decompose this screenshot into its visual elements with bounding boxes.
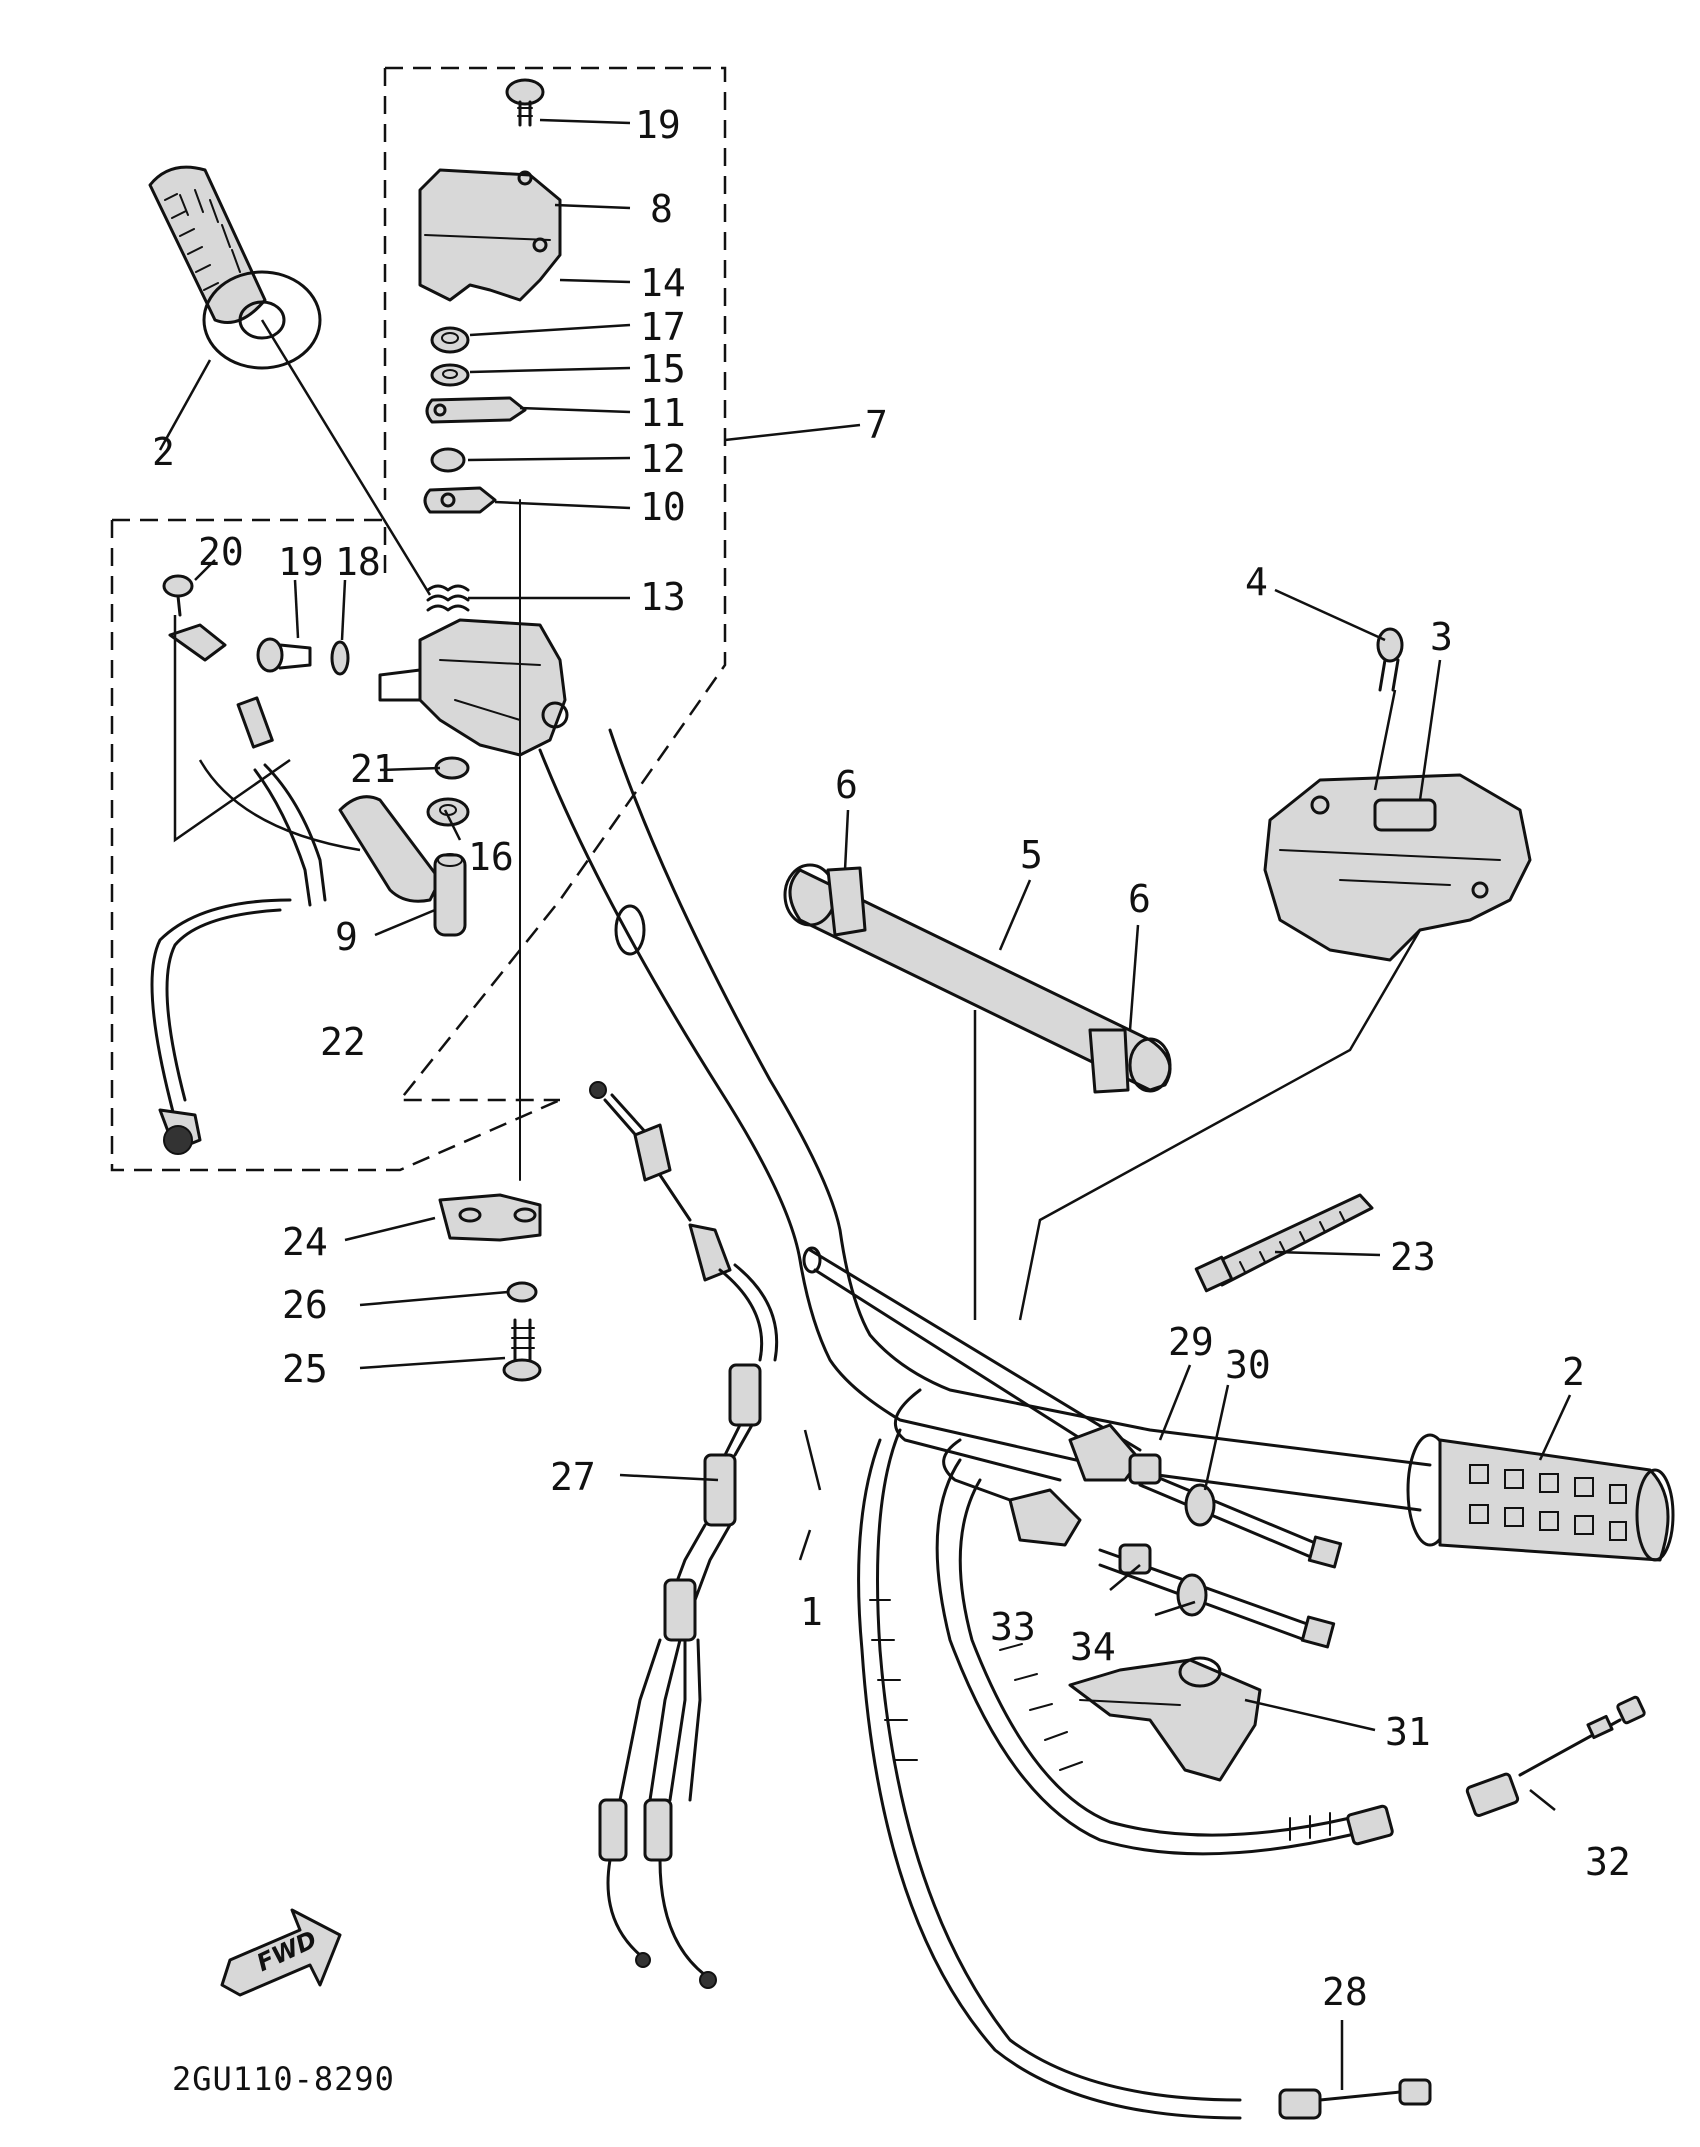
callout-13: 13 — [640, 575, 686, 619]
spring-13 — [426, 584, 470, 612]
callout-3: 3 — [1430, 615, 1453, 659]
left-grip — [148, 165, 322, 370]
switch-31 — [1068, 1656, 1262, 1782]
switch-cover — [418, 168, 562, 302]
forward-arrow-icon: FWD — [220, 1908, 342, 1997]
callout-21: 21 — [350, 747, 396, 791]
callout-14: 14 — [640, 261, 686, 305]
callout-8: 8 — [650, 187, 673, 231]
callout-10: 10 — [640, 485, 686, 529]
callout-31: 31 — [1385, 1710, 1431, 1754]
callout-6-left: 6 — [835, 763, 858, 807]
plate-10 — [423, 486, 497, 514]
assembly-7-dashed-outline — [383, 66, 727, 1102]
switch-clip — [168, 623, 274, 749]
callout-20: 20 — [198, 530, 244, 574]
callout-5: 5 — [1020, 833, 1043, 877]
washer-21 — [434, 756, 470, 780]
callout-27: 27 — [550, 1455, 596, 1499]
washer-16 — [426, 797, 470, 827]
drawing-code: 2GU110-8290 — [172, 2060, 395, 2098]
callout-2-left: 2 — [152, 430, 175, 474]
cable-tie-23 — [1194, 1193, 1374, 1293]
callout-4: 4 — [1245, 560, 1268, 604]
screw-20 — [162, 574, 194, 617]
callout-17: 17 — [640, 305, 686, 349]
switch-housing-3 — [1263, 773, 1532, 962]
callout-2-right: 2 — [1562, 1350, 1585, 1394]
bracket-24 — [438, 1193, 542, 1242]
throttle-housing — [378, 618, 569, 757]
callout-19-left: 19 — [278, 540, 324, 584]
leader-lines — [158, 118, 1572, 2090]
callout-9: 9 — [335, 915, 358, 959]
cable-guide — [894, 1388, 1062, 1502]
callout-6-right: 6 — [1128, 877, 1151, 921]
nut-17 — [430, 326, 470, 354]
callout-7: 7 — [865, 403, 888, 447]
clutch-cable-32 — [935, 1458, 1646, 1856]
washer-15 — [430, 363, 470, 387]
callout-15: 15 — [640, 347, 686, 391]
lever-holder-upper — [1068, 1423, 1343, 1569]
throttle-cable-27 — [589, 1081, 779, 1989]
locknut-34 — [1176, 1573, 1208, 1617]
assembly-22-dashed-outline — [110, 518, 561, 1172]
callout-25: 25 — [282, 1347, 328, 1391]
bolt-25 — [502, 1318, 542, 1382]
callout-29: 29 — [1168, 1320, 1214, 1364]
callout-33: 33 — [990, 1605, 1036, 1649]
washer-12 — [430, 447, 466, 473]
screw-4 — [1376, 627, 1404, 692]
callout-18: 18 — [335, 540, 381, 584]
washer-18 — [330, 640, 350, 676]
callout-23: 23 — [1390, 1235, 1436, 1279]
brake-cable-28 — [857, 1428, 1432, 2120]
screw-19-left — [256, 637, 312, 673]
handlebar-pad-5 — [783, 863, 1172, 1093]
callout-16: 16 — [468, 835, 514, 879]
callout-1: 1 — [800, 1590, 823, 1634]
adjuster-33 — [1118, 1543, 1152, 1575]
adjuster-29 — [1128, 1453, 1162, 1485]
callout-24: 24 — [282, 1220, 328, 1264]
strap-6-right — [1088, 1028, 1130, 1094]
callout-19-top: 19 — [635, 103, 681, 147]
plate-11 — [425, 396, 527, 424]
locknut-30 — [1184, 1483, 1216, 1527]
throttle-lever-9 — [338, 795, 467, 937]
callout-22: 22 — [320, 1020, 366, 1064]
callout-34: 34 — [1070, 1625, 1116, 1669]
lever-holder-lower — [1008, 1488, 1336, 1649]
callout-28: 28 — [1322, 1970, 1368, 2014]
washer-26 — [506, 1281, 538, 1303]
callout-11: 11 — [640, 391, 686, 435]
callout-labels: 19 8 14 17 15 11 12 10 7 2 20 19 18 13 2… — [152, 103, 1631, 2098]
right-grip — [1406, 1433, 1675, 1562]
callout-30: 30 — [1225, 1343, 1271, 1387]
callout-32: 32 — [1585, 1840, 1631, 1884]
strap-6-left — [826, 866, 867, 937]
lead-wire-22 — [150, 763, 327, 1155]
screw-19-top — [505, 78, 545, 127]
callout-12: 12 — [640, 437, 686, 481]
callout-26: 26 — [282, 1283, 328, 1327]
